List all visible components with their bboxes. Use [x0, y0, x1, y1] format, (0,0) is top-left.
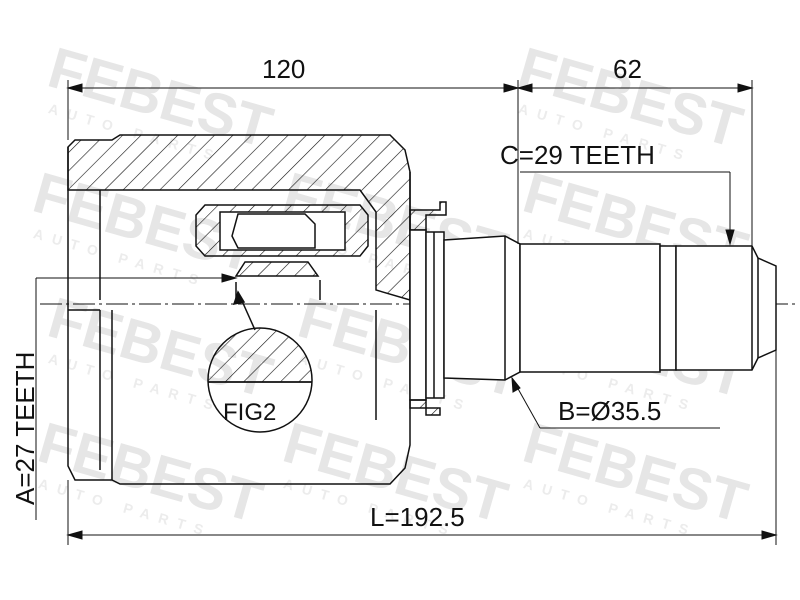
spline-c-label: C=29 TEETH [500, 140, 655, 170]
housing [67, 134, 411, 485]
total-length-label: L=192.5 [370, 502, 465, 532]
dim-120-label: 120 [262, 54, 305, 84]
diameter-b-label: B=Ø35.5 [558, 396, 661, 426]
dim-62-label: 62 [613, 54, 642, 84]
fig2-label: FIG2 [223, 399, 276, 426]
flange [409, 201, 447, 416]
roller-element [195, 204, 369, 304]
dimension-lines [35, 80, 778, 545]
spline-a-label: A=27 TEETH [10, 352, 40, 505]
shaft [443, 235, 777, 381]
